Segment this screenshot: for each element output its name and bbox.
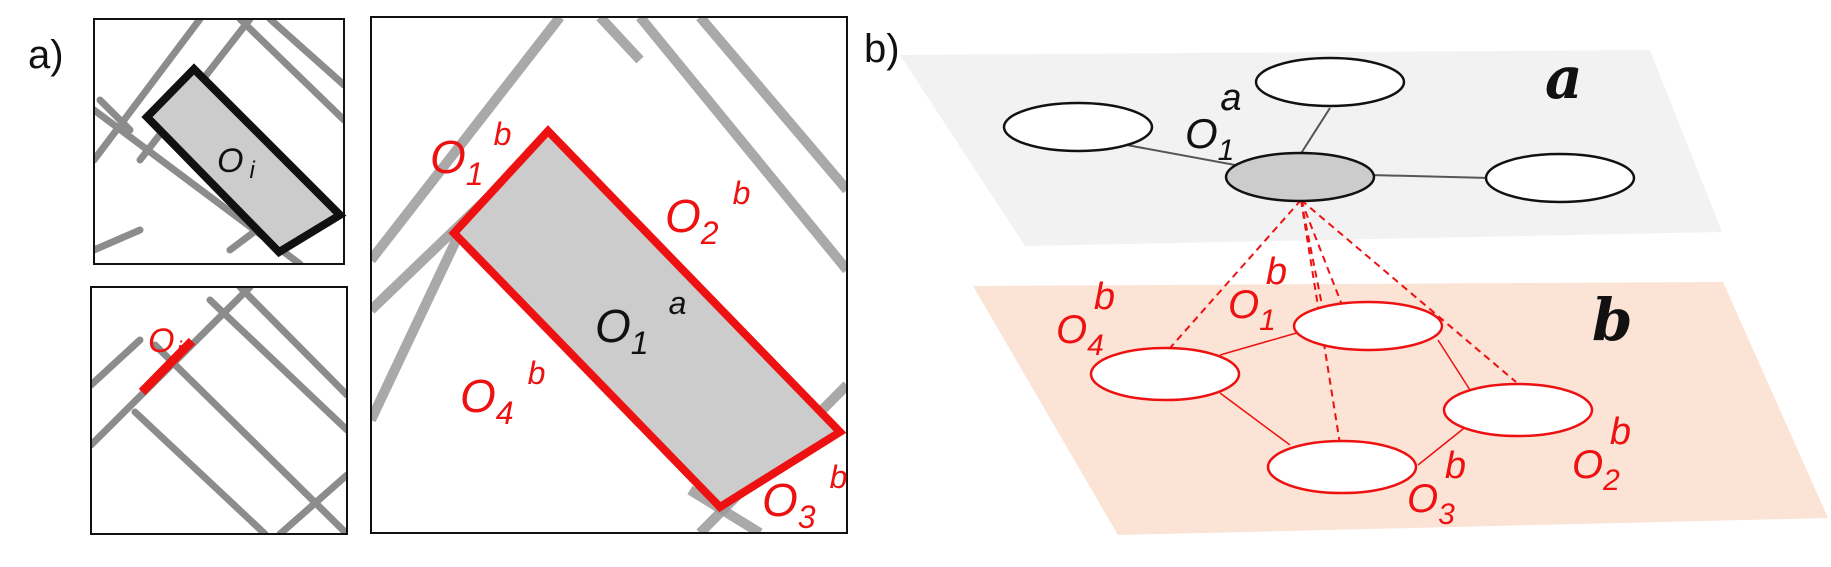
node-b-o1 (1292, 300, 1444, 352)
node-b-o4-label: O4b (1056, 276, 1115, 362)
layer-b-edges (1219, 331, 1471, 466)
layer-a-name: a (1545, 44, 1583, 112)
node-b-o3-label: O3b (1407, 445, 1466, 531)
object-o1a-shape (448, 125, 847, 513)
object-i-shape (141, 63, 347, 258)
subfig1-frame (93, 18, 345, 265)
node-a-right (1484, 152, 1636, 204)
panel-b-label: b) (864, 27, 900, 71)
node-b-o2 (1442, 382, 1594, 438)
road-network-2 (91, 287, 347, 534)
node-a-o1 (1224, 151, 1376, 203)
node-b-o4 (1089, 346, 1241, 402)
subfig-object-j: Oj (90, 286, 348, 535)
node-b-o1-label: O1b (1228, 251, 1287, 337)
object-j-shape (138, 337, 196, 396)
object-o1a-label: O1a (595, 285, 686, 361)
object-j-label: Oj (148, 322, 182, 364)
node-b-o3 (1266, 439, 1418, 495)
panel-a-label: a) (28, 33, 64, 77)
road-network-1 (94, 19, 344, 264)
layer-b-name: b (1592, 286, 1633, 354)
layer-b-nodes (1089, 300, 1594, 495)
subfig3-frame (370, 16, 848, 534)
node-a-o1-label: O1a (1185, 77, 1242, 167)
node-a-top (1254, 56, 1406, 108)
neighbor-label-o1b: O1b (430, 116, 511, 192)
neighbor-label-o2b: O2b (665, 175, 750, 251)
neighbor-label-o4b: O4b (460, 355, 545, 431)
subfig2-frame (90, 286, 348, 535)
node-b-o2-label: O2b (1572, 411, 1631, 497)
neighbor-label-o3b: O3b (762, 459, 847, 535)
layer-b-plane (973, 282, 1828, 535)
layer-a-nodes (1002, 56, 1636, 204)
node-a-left (1002, 101, 1154, 153)
subfig-zoomed-object: O1a O1b O2b O3b O4b (370, 16, 848, 535)
